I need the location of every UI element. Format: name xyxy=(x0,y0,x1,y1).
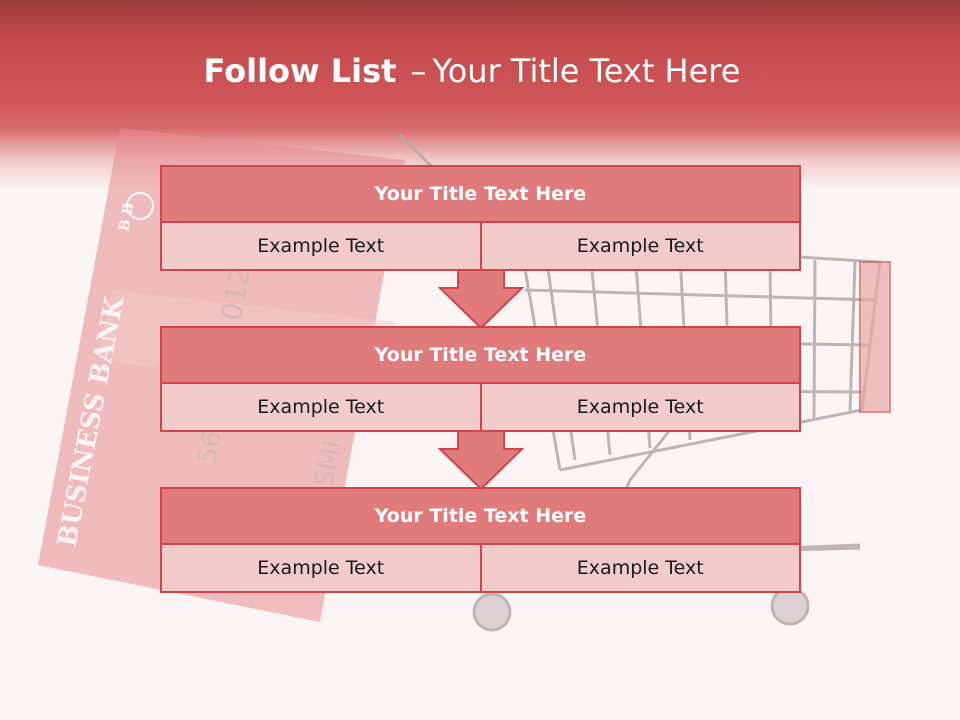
down-arrow-2 xyxy=(438,431,524,491)
slide-title-bold: Follow List xyxy=(203,52,397,90)
row-title: Your Title Text Here xyxy=(162,489,799,545)
row-cells: Example Text Example Text xyxy=(162,545,799,591)
follow-list-row-3: Your Title Text Here Example Text Exampl… xyxy=(160,487,801,593)
card-logo-text: B B xyxy=(116,202,137,233)
follow-list-row-2: Your Title Text Here Example Text Exampl… xyxy=(160,326,801,432)
row-title: Your Title Text Here xyxy=(162,167,799,223)
slide-title: Follow List–Your Title Text Here xyxy=(0,52,944,90)
row-cell-right: Example Text xyxy=(479,384,800,430)
row-cell-right: Example Text xyxy=(479,223,800,269)
row-cell-left: Example Text xyxy=(257,235,385,257)
row-title: Your Title Text Here xyxy=(162,328,799,384)
row-cells: Example Text Example Text xyxy=(162,384,799,430)
row-cell-right: Example Text xyxy=(479,545,800,591)
row-cell-left: Example Text xyxy=(257,396,385,418)
slide-title-dash: – xyxy=(410,52,427,90)
row-cells: Example Text Example Text xyxy=(162,223,799,269)
row-cell-left: Example Text xyxy=(257,557,385,579)
follow-list-row-1: Your Title Text Here Example Text Exampl… xyxy=(160,165,801,271)
cart-wheels xyxy=(472,586,810,632)
slide-title-rest: Your Title Text Here xyxy=(432,52,741,90)
down-arrow-1 xyxy=(438,270,524,330)
card-digits-text: 56 xyxy=(192,428,228,466)
